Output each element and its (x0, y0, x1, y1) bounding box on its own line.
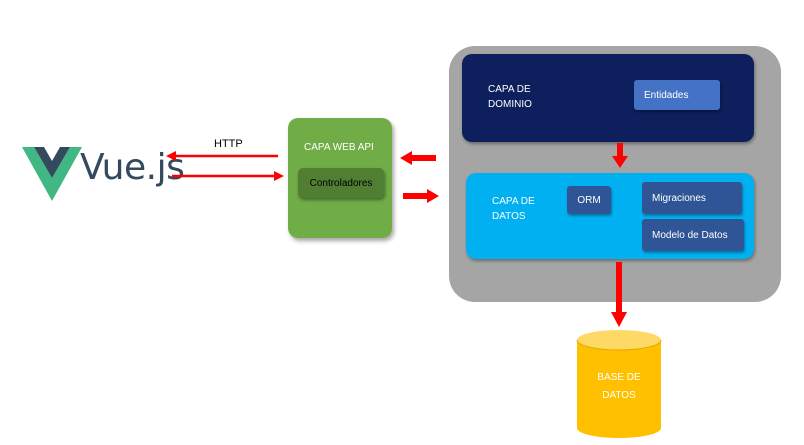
base-datos-title-line2: DATOS (602, 390, 636, 401)
arrow-datos-to-db (611, 262, 627, 327)
base-datos-title-line1: BASE DE (597, 372, 641, 383)
arrow-to-vue (166, 151, 278, 161)
controladores-box: Controladores (298, 168, 384, 198)
dominio-title-line2: DOMINIO (488, 99, 532, 110)
modelo-datos-box: Modelo de Datos (642, 219, 744, 251)
dominio-title: CAPA DE DOMINIO (488, 82, 532, 112)
arrow-api-to-backend (403, 189, 439, 203)
orm-box: ORM (567, 186, 611, 214)
vue-logo-icon (22, 147, 82, 201)
datos-title-line1: CAPA DE (492, 196, 535, 207)
vue-logo-text: Vue.js (80, 147, 185, 188)
base-datos-title: BASE DE DATOS (577, 369, 661, 405)
web-api-title: CAPA WEB API (304, 142, 374, 153)
http-label: HTTP (214, 138, 243, 150)
arrow-dominio-to-datos (612, 143, 628, 168)
migraciones-box: Migraciones (642, 182, 742, 214)
datos-title: CAPA DE DATOS (492, 194, 535, 224)
database-cylinder-icon (576, 330, 662, 438)
arrow-backend-to-api (400, 151, 436, 165)
dominio-title-line1: CAPA DE (488, 84, 531, 95)
datos-title-line2: DATOS (492, 211, 526, 222)
entidades-box: Entidades (634, 80, 720, 110)
arrow-to-web-api (172, 171, 284, 181)
